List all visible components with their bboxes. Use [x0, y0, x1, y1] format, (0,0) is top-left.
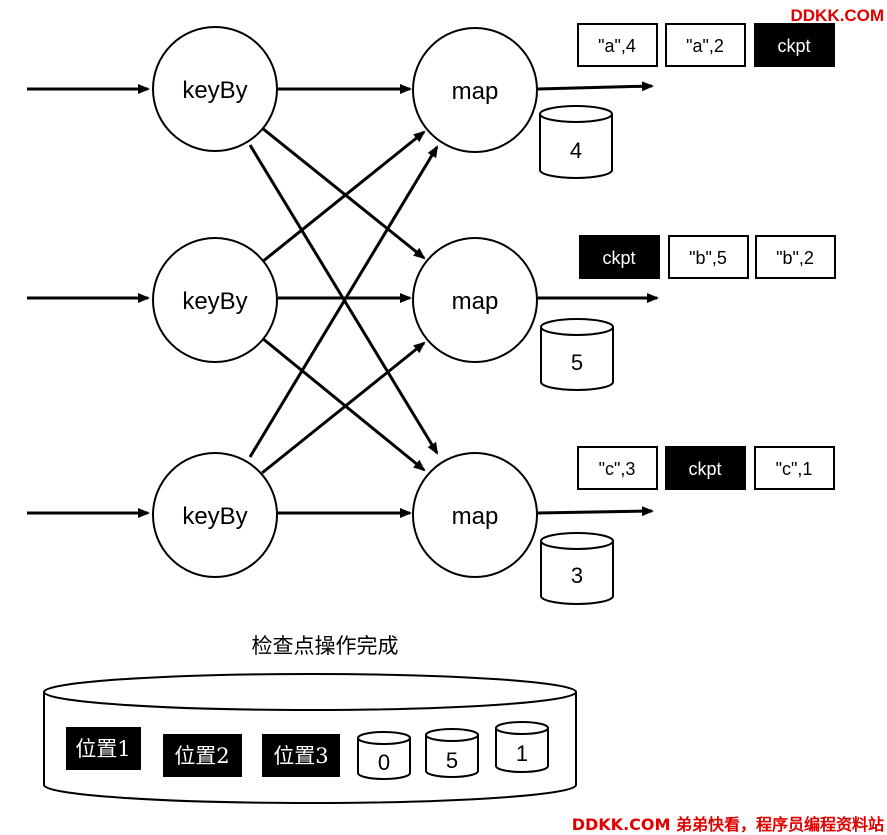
- record-text: "a",4: [598, 36, 636, 56]
- record-box: "c",1: [754, 446, 835, 490]
- stored-state-value: 5: [446, 748, 458, 773]
- shuffle-arrow: [261, 341, 426, 475]
- stored-state: 5: [425, 728, 479, 778]
- keyby-operator: keyBy: [152, 26, 278, 152]
- record-text: "c",1: [776, 459, 813, 479]
- keyby-label: keyBy: [182, 288, 247, 315]
- record-text: "b",5: [689, 248, 727, 268]
- stored-state: 0: [357, 731, 411, 780]
- output-arrows: [537, 81, 659, 517]
- watermark-top: DDKK.COM: [791, 6, 885, 25]
- record-text: "a",2: [686, 36, 724, 56]
- barrier-text: ckpt: [777, 36, 810, 56]
- keyby-label: keyBy: [182, 503, 247, 530]
- stored-position: 位置3: [262, 734, 340, 777]
- state-value: 3: [571, 563, 583, 588]
- shuffle-arrow: [261, 336, 426, 472]
- record-text: "b",2: [776, 248, 814, 268]
- barrier-box: ckpt: [754, 23, 835, 67]
- position-label: 位置2: [174, 744, 229, 768]
- keyby-operator: keyBy: [152, 452, 278, 578]
- barrier-text: ckpt: [688, 459, 721, 479]
- checkpoint-caption: 检查点操作完成: [252, 634, 399, 658]
- position-label: 位置1: [75, 737, 130, 761]
- barrier-box: ckpt: [579, 235, 660, 279]
- state-store: 3: [540, 532, 614, 605]
- state-value: 5: [571, 350, 583, 375]
- position-label: 位置3: [273, 744, 328, 768]
- shuffle-arrow: [261, 126, 426, 260]
- stored-state-value: 1: [516, 741, 528, 766]
- watermark-bottom: DDKK.COM 弟弟快看，程序员编程资料站: [572, 815, 884, 834]
- barrier-box: ckpt: [665, 446, 746, 490]
- record-box: "a",2: [665, 23, 746, 67]
- barrier-text: ckpt: [602, 248, 635, 268]
- shuffle-arrow: [261, 130, 426, 264]
- state-store: 4: [539, 105, 613, 179]
- map-operator: map: [412, 237, 538, 363]
- output-arrow: [537, 81, 654, 92]
- map-label: map: [452, 503, 499, 530]
- stored-position: 位置2: [163, 734, 242, 777]
- state-value: 4: [570, 138, 582, 163]
- shuffle-arrow: [248, 145, 439, 458]
- record-box: "c",3: [577, 446, 658, 490]
- map-label: map: [452, 78, 499, 105]
- map-operator: map: [412, 452, 538, 578]
- keyby-label: keyBy: [182, 77, 247, 104]
- map-label: map: [452, 288, 499, 315]
- stored-position: 位置1: [66, 727, 141, 770]
- record-text: "c",3: [599, 459, 636, 479]
- record-box: "b",5: [668, 235, 749, 279]
- record-box: "b",2: [755, 235, 836, 279]
- output-arrow: [537, 506, 654, 517]
- input-arrows: [27, 84, 150, 518]
- stored-state-value: 0: [378, 750, 390, 775]
- shuffle-arrows: [248, 84, 439, 518]
- state-store: 5: [540, 318, 614, 391]
- map-operator: map: [412, 27, 538, 153]
- stored-state: 1: [495, 721, 549, 773]
- record-box: "a",4: [577, 23, 658, 67]
- keyby-operator: keyBy: [152, 237, 278, 363]
